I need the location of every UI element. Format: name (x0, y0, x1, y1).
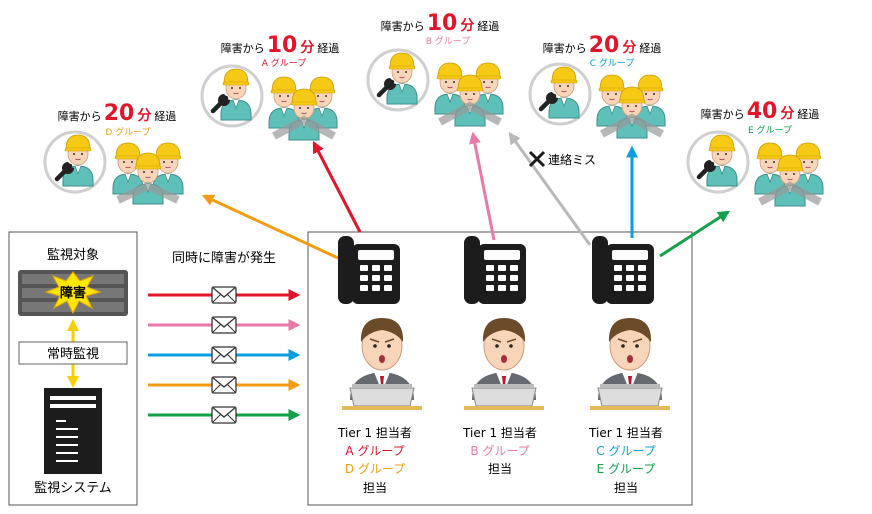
group-name-label: B グループ (426, 35, 471, 47)
operator-3-caption: Tier 1 担当者 C グループ E グループ 担当 (588, 426, 663, 495)
call-arrow-d-group (201, 194, 339, 260)
operator-tail: 担当 (488, 462, 512, 476)
alert-email-pink (148, 316, 301, 334)
operator-tail: 担当 (363, 481, 387, 495)
operator-group-line: D グループ (345, 462, 405, 476)
failure-label: 障害 (60, 285, 86, 301)
call-arrow-b-group (468, 131, 496, 241)
simultaneous-failure-label: 同時に障害が発生 (172, 250, 276, 266)
operator-group-line: E グループ (597, 462, 656, 476)
operator-1-caption: Tier 1 担当者 A グループ D グループ 担当 (337, 426, 412, 495)
desk-phone-icon (592, 236, 654, 304)
monitor-target-label: 監視対象 (47, 247, 99, 263)
monitoring-server-icon (44, 388, 102, 474)
monitor-system-label: 監視システム (34, 480, 112, 496)
alert-email-blue (148, 346, 301, 364)
alert-email-red (148, 286, 301, 304)
always-monitor-label: 常時監視 (47, 346, 99, 362)
alert-email-green (148, 406, 301, 424)
desk-phone-icon (464, 236, 526, 304)
operator-tail: 担当 (614, 481, 638, 495)
always-monitor-box (18, 341, 128, 365)
operator-title: Tier 1 担当者 (588, 426, 663, 440)
alert-email-orange (148, 376, 301, 394)
server-rack-icon (18, 270, 128, 316)
group-name-label: A グループ (262, 57, 306, 69)
call-arrow-e-group (659, 210, 731, 258)
cross-icon (528, 150, 546, 168)
operator-group-line: C グループ (596, 444, 655, 458)
operator-2-caption: Tier 1 担当者 B グループ 担当 (462, 426, 537, 476)
group-name-label: C グループ (590, 57, 635, 69)
call-failure-label: 連絡ミス (548, 152, 596, 167)
call-arrow-missed (508, 132, 592, 246)
call-arrow-a-group (312, 140, 362, 233)
operator-title: Tier 1 担当者 (462, 426, 537, 440)
operator-title: Tier 1 担当者 (337, 426, 412, 440)
group-name-label: D グループ (105, 126, 150, 138)
operator-group-line: B グループ (470, 444, 529, 458)
desk-phone-icon (338, 236, 400, 304)
group-name-label: E グループ (748, 124, 792, 136)
operator-group-line: A グループ (345, 444, 404, 458)
